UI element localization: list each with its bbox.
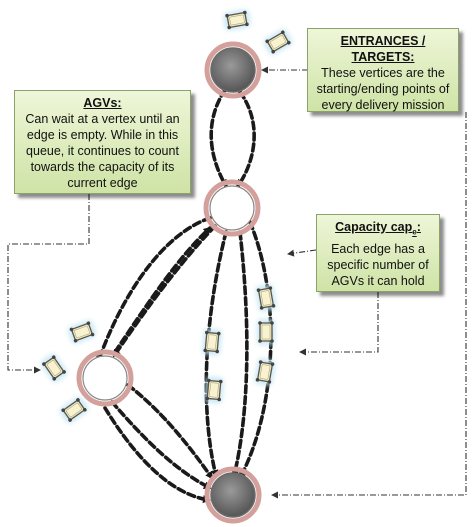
graph-vertices — [76, 41, 262, 524]
callout-agvs: AGVs: Can wait at a vertex until an edge… — [14, 90, 191, 194]
callout-capacity-title: Capacity cape: — [335, 220, 421, 237]
vertex-entrance-top — [204, 41, 262, 99]
edge-middle-bottom-b — [231, 230, 249, 478]
connector-agvs — [7, 194, 90, 374]
connector-capacity-upper — [287, 249, 317, 257]
agv-cart-icon — [223, 9, 252, 31]
edge-left-bottom-b — [110, 400, 212, 490]
callout-entrances-targets: ENTRANCES / TARGETS: These vertices are … — [307, 28, 459, 112]
vertex-entrance-bottom — [204, 466, 262, 524]
edge-left-top — [113, 226, 212, 354]
vertex-left — [76, 349, 134, 407]
callout-capacity-subscript: e — [412, 227, 417, 237]
agv-cart-icon — [58, 395, 90, 425]
agv-cart-icon — [204, 376, 224, 403]
callout-entrances-title: ENTRANCES / TARGETS: — [340, 34, 426, 64]
callout-capacity: Capacity cape: Each edge has a specific … — [316, 214, 440, 292]
callout-capacity-body: Each edge has a specific number of AGVs … — [327, 241, 429, 288]
edge-middle-bottom-c — [238, 220, 273, 480]
connector-entrances-bottom — [271, 112, 467, 499]
edge-middle-bottom-a — [204, 230, 228, 478]
edge-left-bottom-a — [126, 383, 214, 480]
edge-top-middle-left — [209, 88, 228, 188]
connector-capacity — [299, 292, 379, 356]
graph-edges — [96, 88, 273, 504]
vertex-middle — [203, 179, 261, 237]
agv-cart-icon — [257, 319, 275, 345]
agv-cart-icon — [254, 358, 276, 387]
agv-cart-icon — [255, 284, 277, 313]
callout-capacity-title-text: Capacity cap — [335, 220, 413, 234]
edge-middle-left-node-a — [96, 216, 212, 364]
callout-entrances-body: These vertices are the starting/ending p… — [316, 66, 450, 112]
agv-cart-icon — [262, 28, 294, 57]
callout-agvs-body: Can wait at a vertex until an edge is em… — [25, 112, 180, 190]
agv-cart-icon — [202, 328, 222, 355]
callout-connectors — [7, 66, 467, 499]
edge-left-bottom-c — [103, 406, 211, 504]
edge-top-middle-right — [236, 90, 256, 188]
callout-agvs-title: AGVs: — [83, 96, 122, 110]
agv-cart-icon — [39, 352, 69, 384]
agv-cart-icon — [67, 319, 98, 345]
edge-middle-left-node-b — [112, 224, 217, 358]
callout-capacity-title-suffix: : — [416, 220, 421, 234]
